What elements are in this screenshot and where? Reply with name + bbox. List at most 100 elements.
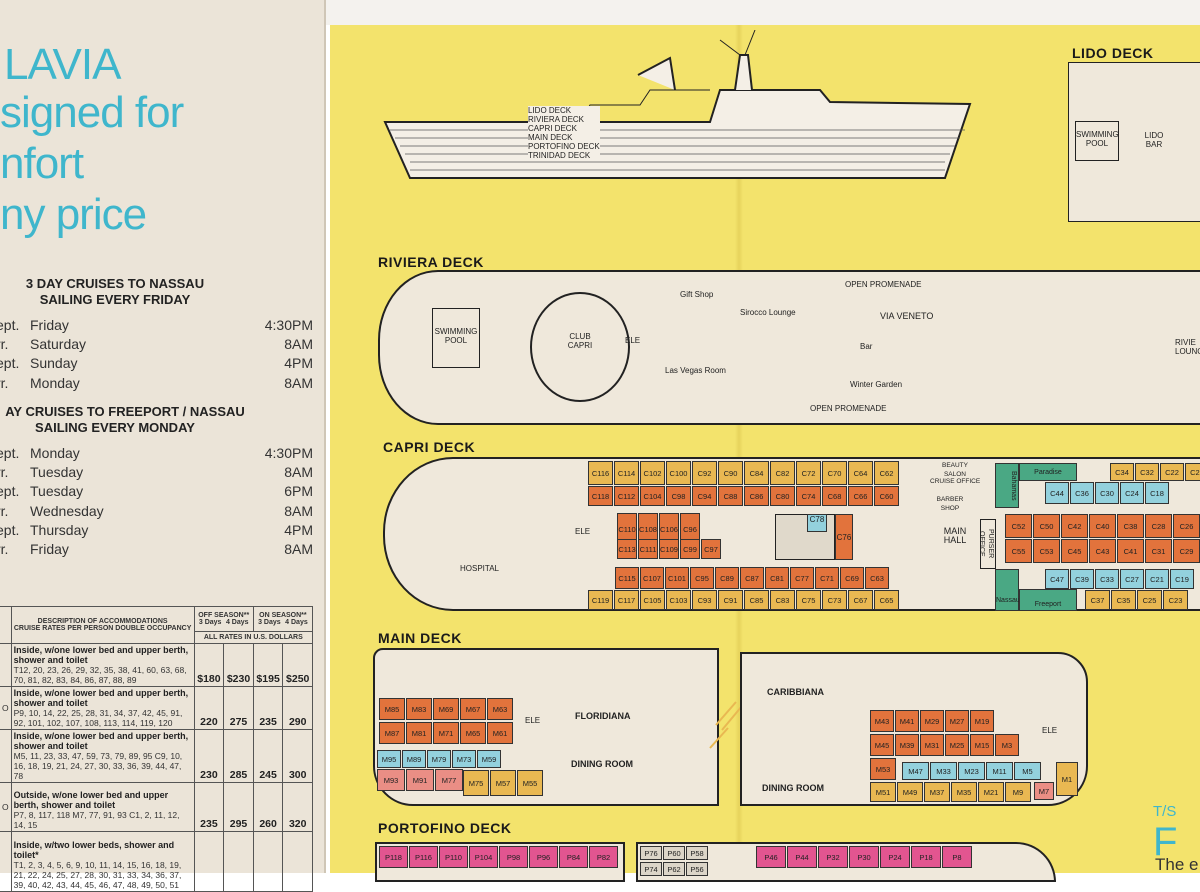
schedule-day: Thursday: [30, 521, 89, 538]
cabin: M43: [870, 710, 894, 732]
rate-value: $180: [193, 643, 225, 687]
cabin: C24: [1120, 482, 1144, 504]
cabin: C53: [1033, 539, 1060, 563]
cabin: C98: [666, 486, 691, 506]
profile-labels: LIDO DECK RIVIERA DECK CAPRI DECK MAIN D…: [528, 106, 600, 160]
schedule-day: Wednesday: [30, 502, 104, 519]
schedule-d: rr.: [0, 336, 9, 353]
cabin: C65: [874, 590, 899, 610]
row-mark: [0, 729, 12, 783]
cabin: C88: [718, 486, 743, 506]
cabin-c76: C76: [835, 514, 853, 560]
main-ele: ELE: [525, 716, 541, 725]
capri-ele: ELE: [575, 527, 591, 536]
accommodation-type: Inside, w/two lower beds, shower and toi…: [13, 840, 175, 860]
paradise-room: Paradise: [1019, 463, 1077, 481]
break-mark-icon: [709, 701, 743, 749]
schedule-t: 8AM: [284, 502, 313, 519]
cabin-list: M5, 11, 23, 33, 47, 59, 73, 79, 89, 95 C…: [13, 751, 183, 781]
cabin: C86: [744, 486, 769, 506]
cabin: M1: [1056, 762, 1078, 796]
riviera-bar: Bar: [860, 342, 873, 351]
cabin: C106: [659, 513, 679, 545]
lido-deck-plan: SWIMMING POOL LIDO BAR: [1068, 62, 1200, 222]
cabin: C87: [740, 567, 764, 589]
cabin: C29: [1173, 539, 1200, 563]
cabin: M57: [490, 770, 516, 796]
cabin: P118: [379, 846, 408, 868]
cabin: P24: [880, 846, 910, 868]
cabin: M33: [930, 762, 957, 780]
cabin: C55: [1005, 539, 1032, 563]
page-fold: [735, 25, 743, 873]
cabin: C71: [815, 567, 839, 589]
rate-value: [193, 831, 225, 892]
barber-shop: BARBER SHOP: [936, 496, 964, 512]
profile-label: MAIN DECK: [528, 133, 573, 142]
cabin: P110: [439, 846, 468, 868]
main-deck-label: MAIN DECK: [378, 630, 462, 646]
cabin: C95: [690, 567, 714, 589]
cabin: C119: [588, 590, 613, 610]
cabin: C52: [1005, 514, 1032, 538]
cabin: P82: [589, 846, 618, 868]
lounge-label: RIVIE: [1175, 338, 1196, 347]
riviera-pool: SWIMMING POOL: [432, 308, 480, 368]
cabin: M89: [402, 750, 426, 768]
desc-header: DESCRIPTION OF ACCOMMODATIONS: [37, 618, 168, 625]
cabin: M65: [460, 722, 486, 744]
cabin: C84: [744, 461, 769, 485]
freeport-room: Freeport: [1019, 589, 1077, 611]
cabin: C32: [1135, 463, 1159, 481]
rate-row: O Inside, w/one lower bed and upper bert…: [0, 686, 313, 730]
cabin: C22: [1160, 463, 1184, 481]
cabin: C89: [715, 567, 739, 589]
hospital: HOSPITAL: [460, 564, 499, 573]
rate-value: 275: [223, 686, 254, 730]
cabin: C90: [718, 461, 743, 485]
rate-row: O Outside, w/one lower bed and upper ber…: [0, 782, 313, 832]
title-line: ny price: [0, 190, 147, 239]
cabin: C35: [1111, 590, 1136, 610]
purser-office: PURSER OFFICE: [978, 519, 996, 569]
dining-room: DINING ROOM: [571, 759, 633, 769]
cabin: C91: [718, 590, 743, 610]
rate-value: 245: [252, 729, 284, 783]
schedule-day: Tuesday: [30, 464, 84, 481]
cabin: C38: [1117, 514, 1144, 538]
club-capri: CLUB CAPRI: [530, 292, 630, 402]
riviera-deck-label: RIVIERA DECK: [378, 254, 484, 270]
cabin-row: M1: [1056, 762, 1078, 796]
cabin: C94: [692, 486, 717, 506]
schedule-d: ept.: [0, 521, 20, 538]
schedule-d: rr.: [0, 541, 9, 557]
cabin-list: P9, 10, 14, 22, 25, 28, 31, 34, 37, 42, …: [13, 708, 183, 728]
schedule-day: Monday: [30, 445, 80, 461]
schedule-d: rr.: [0, 374, 9, 391]
cabin: C100: [666, 461, 691, 485]
dining-room-aft: DINING ROOM: [762, 783, 824, 793]
cabin: C33: [1095, 569, 1119, 589]
cabin: P44: [787, 846, 817, 868]
cabin: C97: [701, 539, 721, 559]
schedule-t: 4PM: [284, 521, 313, 538]
cabin: M69: [433, 698, 459, 720]
open-promenade-bottom: OPEN PROMENADE: [810, 404, 887, 413]
cabin-row: M53: [870, 758, 896, 780]
rate-value: [223, 831, 254, 892]
cabin: M35: [951, 782, 977, 802]
